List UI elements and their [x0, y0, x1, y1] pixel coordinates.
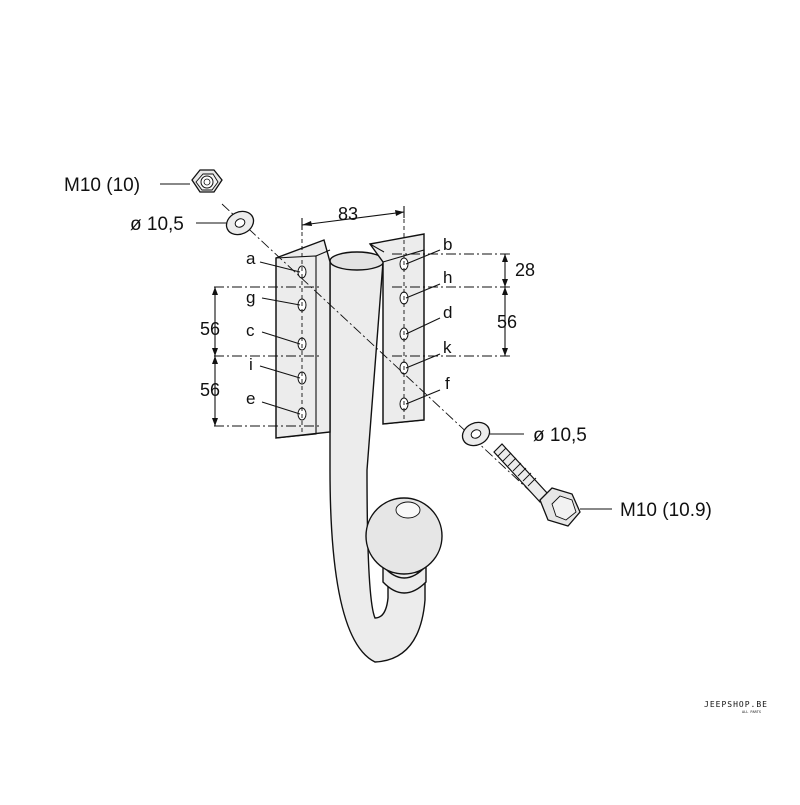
- neck-top-cap: [329, 251, 385, 271]
- hole-label-g: g: [246, 288, 255, 307]
- hole-label-d: d: [443, 303, 452, 322]
- hole-label-h: h: [443, 268, 452, 287]
- dimension-56-right: 56: [497, 287, 517, 356]
- hole-label-c: c: [246, 321, 255, 340]
- dimension-28: 28: [502, 254, 535, 287]
- hole-labels-left: a g c i e: [246, 249, 301, 415]
- dimension-gap-top-label: 28: [515, 260, 535, 280]
- nut-label: M10 (10): [64, 175, 140, 196]
- hole-label-a: a: [246, 249, 256, 268]
- dimension-spacing-right-label: 56: [497, 312, 517, 332]
- hex-nut: M10 (10): [64, 169, 223, 196]
- watermark-sub: ALL PARTS: [742, 710, 761, 714]
- hook-neck: [329, 261, 426, 663]
- dimension-56-left-top: 56: [200, 287, 220, 356]
- watermark: JEEPSHOP.BE ALL PARTS: [704, 700, 768, 714]
- dimension-spacing-left-bottom-label: 56: [200, 380, 220, 400]
- washer-bottom: ø 10,5: [461, 421, 587, 447]
- hole-label-e: e: [246, 389, 255, 408]
- hex-bolt: M10 (10.9): [493, 443, 712, 527]
- hole-labels-right: b h d k f: [405, 235, 452, 405]
- washer-bottom-label: ø 10,5: [533, 425, 587, 446]
- tow-hook: [329, 251, 443, 663]
- bolt-holes: [297, 257, 409, 421]
- bolt-thread: [497, 447, 537, 487]
- construction-lines: [214, 203, 549, 509]
- bolt-label: M10 (10.9): [620, 500, 712, 521]
- watermark-brand: JEEPSHOP.BE: [704, 700, 768, 709]
- dimension-56-left-bottom: 56: [200, 356, 220, 426]
- dimension-83: 83: [301, 204, 405, 230]
- hole-label-k: k: [443, 338, 452, 357]
- ball-highlight: [395, 501, 421, 519]
- ball-collar: [382, 564, 427, 594]
- hole-label-b: b: [443, 235, 452, 254]
- hole-label-f: f: [445, 374, 450, 393]
- washer-top: ø 10,5: [130, 210, 255, 236]
- dimension-width-label: 83: [338, 204, 358, 224]
- tow-ball: [365, 497, 443, 575]
- hole-label-i: i: [249, 355, 253, 374]
- washer-top-label: ø 10,5: [130, 214, 184, 235]
- dimension-spacing-left-top-label: 56: [200, 319, 220, 339]
